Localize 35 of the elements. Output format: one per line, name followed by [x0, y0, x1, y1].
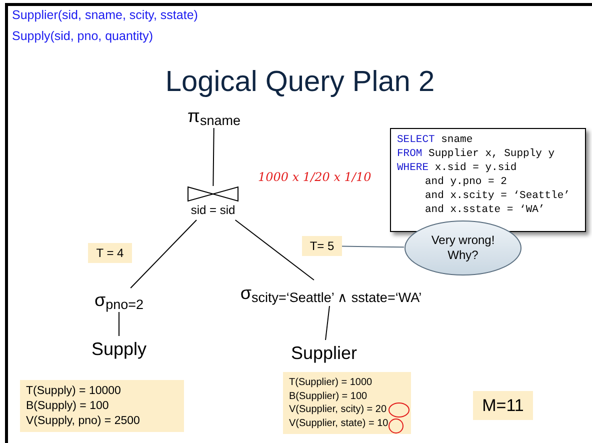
- callout-text: Very wrong! Why?: [430, 233, 496, 263]
- statistics-box: [20, 380, 184, 432]
- code-line: SELECT sname: [397, 133, 474, 147]
- speech-bubble: [404, 220, 522, 276]
- code-line: FROM Supplier x, Supply y: [397, 147, 556, 161]
- relation-name: Supplier: [286, 340, 362, 366]
- statistic-line: V(Supply, pno) = 2500: [26, 414, 141, 428]
- tree-edge: [234, 220, 314, 280]
- relation-name: Supply: [84, 336, 154, 362]
- join-condition: sid = sid: [190, 202, 236, 218]
- statistic-line: T(Supplier) = 1000: [289, 376, 374, 390]
- operator-label: σ$_{pno=2}$: [84, 288, 154, 312]
- tree-edge: [130, 220, 198, 288]
- statistic-line: V(Supplier, state) = 10: [289, 416, 390, 430]
- handwritten-note: 1000 x 1/20 x 1/10: [258, 169, 372, 186]
- code-line: and x.sstate = ‘WA’: [424, 203, 546, 217]
- tuple-count-tag: T= 5: [302, 236, 342, 256]
- code-line: and y.pno = 2: [424, 175, 508, 189]
- statistic-line: T(Supply) = 10000: [26, 384, 122, 398]
- tree-edge: [212, 128, 214, 186]
- schema-text: Supplier(sid, sname, scity, sstate): [12, 7, 198, 24]
- statistic-line: B(Supplier) = 100: [289, 390, 368, 403]
- statistics-box: [283, 372, 411, 434]
- tuple-count-tag: T = 4: [88, 243, 132, 263]
- tree-edge: [118, 312, 120, 336]
- tree-edge: [325, 306, 330, 340]
- statistic-line: V(Supplier, scity) = 20: [289, 403, 388, 416]
- code-line: WHERE x.sid = y.sid: [397, 161, 518, 175]
- memory-size-tag: M=11: [473, 391, 533, 420]
- operator-label: σ$_{scity=‘Seattle’ ∧ sstate=‘WA’}$: [236, 280, 426, 306]
- slide-title: Logical Query Plan 2: [164, 65, 436, 100]
- code-line: and x.scity = ‘Seattle’: [424, 189, 571, 203]
- sql-query-box: [390, 128, 586, 232]
- statistic-line: B(Supply) = 100: [26, 398, 110, 414]
- schema-text: Supply(sid, pno, quantity): [12, 28, 154, 45]
